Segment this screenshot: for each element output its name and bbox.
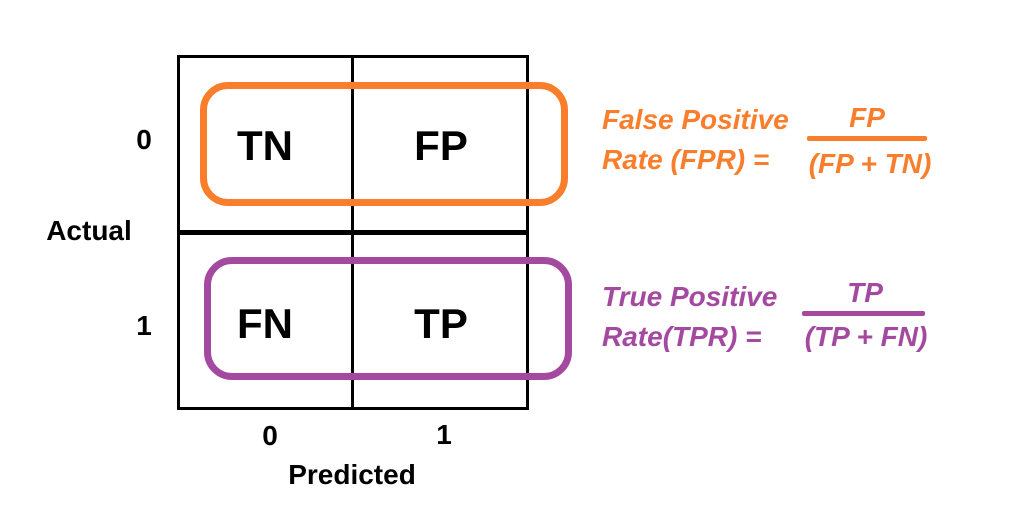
fpr-fraction-bar xyxy=(807,136,927,141)
tpr-highlight-box xyxy=(204,257,572,380)
actual-axis-label: Actual xyxy=(46,215,132,246)
fpr-label: False Positive Rate (FPR) = xyxy=(602,100,789,180)
cell-fp: FP xyxy=(414,122,468,169)
fpr-denominator: (FP + TN) xyxy=(808,148,932,179)
cell-tn: TN xyxy=(237,122,293,169)
predicted-axis-label: Predicted xyxy=(288,459,416,490)
actual-tick-1: 1 xyxy=(136,310,152,341)
fpr-highlight-box xyxy=(200,82,568,206)
tpr-label: True Positive Rate(TPR) = xyxy=(602,277,777,357)
tpr-denominator: (TP + FN) xyxy=(804,321,928,352)
grid-horizontal-divider xyxy=(177,230,529,235)
cell-fn: FN xyxy=(237,300,293,347)
tpr-numerator: TP xyxy=(847,277,883,308)
actual-tick-0: 0 xyxy=(136,124,152,155)
predicted-tick-1: 1 xyxy=(436,419,452,450)
tpr-fraction-bar xyxy=(802,311,925,316)
tpr-label-line1: True Positive xyxy=(602,281,778,312)
predicted-tick-0: 0 xyxy=(262,420,278,451)
fpr-numerator: FP xyxy=(849,102,885,133)
fpr-label-line2: Rate (FPR) = xyxy=(602,144,770,175)
fpr-label-line1: False Positive xyxy=(602,104,789,135)
cell-tp: TP xyxy=(414,300,468,347)
tpr-label-line2: Rate(TPR) = xyxy=(602,321,762,352)
